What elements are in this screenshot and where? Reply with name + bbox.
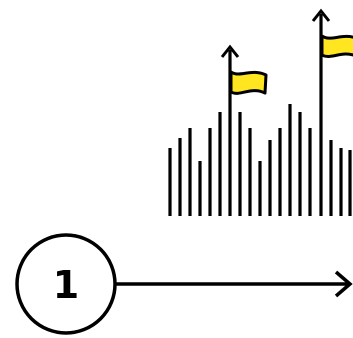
arrow-up-icon [311,8,331,22]
arrow-right-icon [334,270,353,298]
flag-icon [229,70,268,95]
arrow-up-icon [220,44,240,58]
step-number: 1 [53,263,79,307]
flag-pole-right [311,8,353,216]
flag-pole-left [220,44,268,216]
flag-icon [320,34,353,58]
timeline-arrow [115,270,353,298]
bar-cluster [168,104,352,216]
step-badge: 1 [15,233,117,335]
